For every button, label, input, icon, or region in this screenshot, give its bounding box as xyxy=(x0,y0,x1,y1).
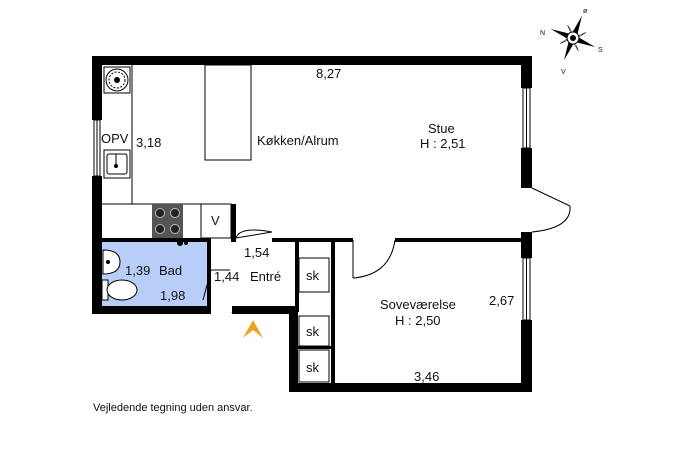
label-ventilation: V xyxy=(211,213,220,228)
room-label-bedroom-height: H : 2,50 xyxy=(395,313,441,328)
room-label-bath: Bad xyxy=(159,263,182,278)
doors xyxy=(202,187,571,314)
dim-entry-width: 1,54 xyxy=(244,245,269,260)
dim-top-width: 8,27 xyxy=(316,66,341,81)
closets xyxy=(298,257,330,383)
disclaimer: Vejledende tegning uden ansvar. xyxy=(93,402,253,414)
compass-south-label: V xyxy=(561,69,566,76)
closet-label-3: sk xyxy=(306,360,320,375)
kitchen-sink-icon xyxy=(103,149,131,179)
dim-bath-depth: 1,98 xyxy=(160,288,185,303)
windows xyxy=(93,87,531,321)
room-label-bedroom: Soveværelse xyxy=(380,297,456,312)
room-label-living: Stue xyxy=(428,121,455,136)
cooktop-icon xyxy=(152,204,183,238)
dim-entry-depth: 1,44 xyxy=(214,269,239,284)
compass-icon xyxy=(550,15,596,61)
entry-arrow-icon xyxy=(243,320,263,338)
compass-west-label: N xyxy=(540,30,545,37)
room-label-kitchen: Køkken/Alrum xyxy=(257,133,339,148)
bath-fixtures xyxy=(101,240,188,301)
room-label-entry: Entré xyxy=(250,269,281,284)
compass-north-label: ø xyxy=(583,8,588,15)
compass-east-label: S xyxy=(598,47,603,54)
label-opv: OPV xyxy=(101,131,129,146)
dim-kitchen-depth: 3,18 xyxy=(136,135,161,150)
closet-label-1: sk xyxy=(306,268,320,283)
dim-bedroom-depth: 2,67 xyxy=(489,293,514,308)
fan-icon xyxy=(103,66,131,94)
room-label-living-height: H : 2,51 xyxy=(420,136,466,151)
walls xyxy=(92,56,532,392)
closet-label-2: sk xyxy=(306,324,320,339)
dim-bedroom-width: 3,46 xyxy=(414,369,439,384)
kitchen-island xyxy=(204,64,252,161)
dim-bath-width: 1,39 xyxy=(125,263,150,278)
